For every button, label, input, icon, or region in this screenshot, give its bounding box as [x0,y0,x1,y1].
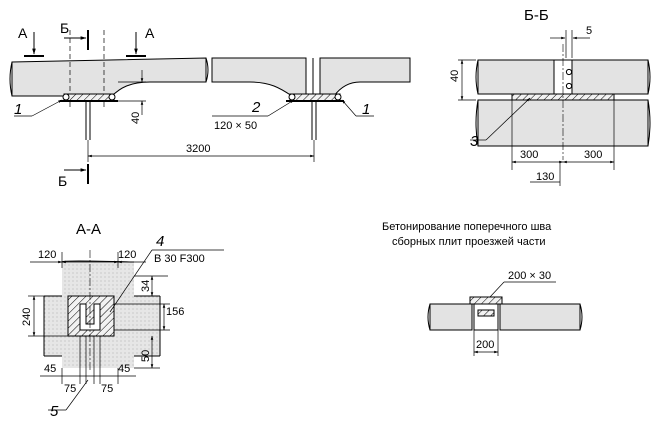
left-bearing-plate [63,93,115,102]
callout-2: 2 [251,99,261,116]
joint-top-pad [469,296,503,305]
section-aa-view: А-А 120 120 4 B 30 F300 240 [21,221,224,420]
middle-slab [211,57,307,97]
bb-dim-300-left: 300 [520,149,538,161]
elevation-view: А А Б Б 1 2 120 × 50 1 40 [9,20,411,189]
section-bb-view: Б-Б 5 40 300 300 [449,7,651,186]
section-a-mark-right: А [145,25,155,41]
right-slab [319,57,411,97]
aa-dim-75-right: 75 [101,383,113,395]
plate-size-label: 120 × 50 [214,120,257,132]
joint-right-slab [499,303,581,331]
section-b-mark-top: Б [60,20,69,36]
left-slab [11,57,207,97]
right-bearing-plate [289,93,341,102]
callout-1-left: 1 [14,101,22,118]
aa-dim-120-right: 120 [118,249,136,261]
aa-dim-45-left: 45 [44,363,56,375]
section-aa-title: А-А [76,221,101,238]
joint-left-slab [429,303,473,331]
left-slab-break [205,57,209,83]
joint-caption-line1: Бетонирование поперечного шва [382,221,552,233]
joint-dim-200: 200 [476,339,494,351]
bb-dim-130: 130 [536,171,554,183]
section-bb-title: Б-Б [524,7,549,24]
aa-dim-120-left: 120 [38,249,56,261]
concrete-grade: B 30 F300 [154,253,205,265]
section-a-mark-left: А [18,25,28,41]
callout-5: 5 [50,403,59,420]
section-b-mark-bottom: Б [58,173,67,189]
elevation-dim-40: 40 [130,112,142,124]
left-bolt-circle [62,93,70,101]
callout-1-right: 1 [362,101,370,118]
section-aa-u-insert [79,303,101,331]
aa-dim-75-left: 75 [64,383,76,395]
joint-detail-view: Бетонирование поперечного шва сборных пл… [382,221,583,356]
bb-dim-300-right: 300 [584,149,602,161]
joint-fill [473,303,499,331]
aa-dim-34: 34 [140,280,152,292]
aa-dim-45-right: 45 [118,363,130,375]
bb-dim-40: 40 [449,70,461,82]
dim-3200: 3200 [186,143,210,155]
aa-dim-240: 240 [21,308,33,326]
joint-caption-line2: сборных плит проезжей части [392,236,546,248]
aa-dim-156: 156 [166,306,184,318]
bb-dim-5: 5 [586,25,592,37]
aa-dim-50: 50 [140,350,152,362]
left-slab-break-left [9,61,13,97]
callout-3: 3 [470,133,479,150]
joint-dim-200x30: 200 × 30 [508,270,551,282]
left-bolt-circle-2 [108,93,116,101]
callout-4: 4 [156,233,164,250]
